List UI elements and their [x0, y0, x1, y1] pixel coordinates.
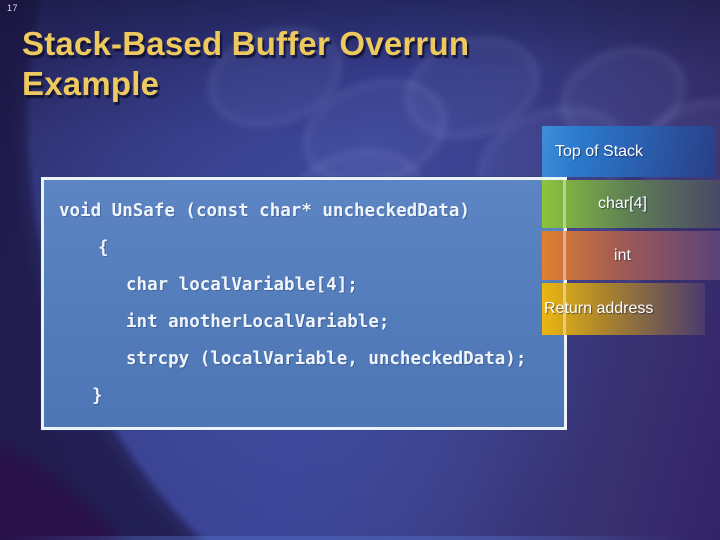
stack-frame-char4: char[4]	[542, 180, 720, 228]
bottom-edge-highlight	[0, 536, 720, 540]
code-box-border-overlay	[563, 177, 566, 335]
stack-frame-return-address-label: Return address	[544, 300, 654, 317]
stack-pointer-label: Top of Stack	[555, 142, 644, 160]
stack-pointer-box: Top of Stack	[542, 126, 716, 177]
code-line-char-declaration: char localVariable[4];	[126, 275, 358, 295]
slide-title: Stack-Based Buffer Overrun Example	[22, 25, 470, 102]
stack-frame-int: int	[542, 231, 720, 280]
slide-number: 17	[7, 3, 19, 13]
stack-frame-return-address: Return address	[542, 283, 705, 335]
code-line-strcpy-call: strcpy (localVariable, uncheckedData);	[126, 349, 527, 369]
code-box: void UnSafe (const char* uncheckedData) …	[41, 177, 567, 430]
code-line-open-brace: {	[98, 238, 109, 258]
code-line-close-brace: }	[92, 386, 103, 406]
stack-frame-char4-label: char[4]	[598, 195, 647, 212]
stack-frame-int-label: int	[614, 246, 631, 264]
code-listing: void UnSafe (const char* uncheckedData) …	[44, 180, 564, 415]
code-line-function-signature: void UnSafe (const char* uncheckedData)	[59, 201, 470, 221]
code-line-int-declaration: int anotherLocalVariable;	[126, 312, 390, 332]
